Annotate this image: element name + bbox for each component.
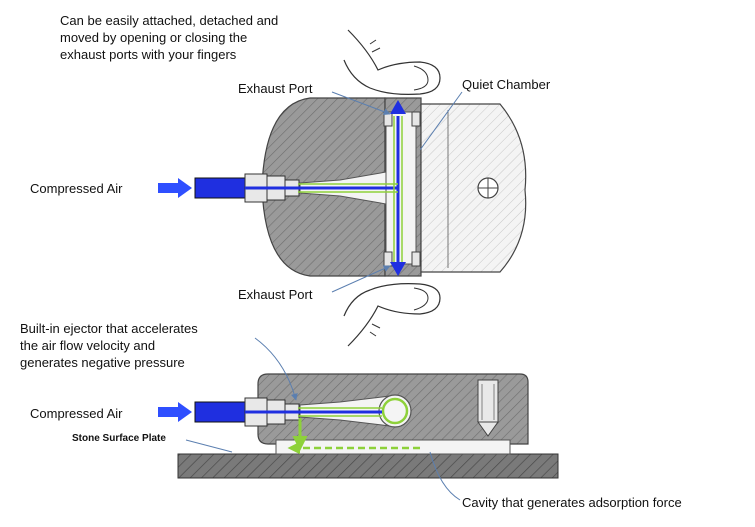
leader-cavity: [429, 451, 461, 501]
top-device: [158, 97, 527, 277]
bottom-inlet-tube: [194, 401, 246, 423]
cavity-note: Cavity that generates adsorption force: [462, 495, 682, 510]
compressed-air-bottom-arrow: [158, 402, 192, 422]
bottom-device: [158, 373, 559, 479]
attach-detach-note: Can be easily attached, detached and mov…: [60, 13, 279, 62]
quiet-chamber-body: [420, 103, 527, 273]
compressed-air-bottom-label: Compressed Air: [30, 406, 123, 421]
leader-exhaust-bottom: [331, 265, 391, 293]
leader-quiet-chamber: [419, 91, 463, 151]
leader-ejector: [254, 337, 298, 401]
ejector-note: Built-in ejector that accelerates the ai…: [20, 321, 198, 370]
top-inlet-tube: [194, 177, 246, 199]
exhaust-port-top-label: Exhaust Port: [238, 81, 313, 96]
leader-stone-plate: [185, 439, 233, 453]
finger-icon: [343, 283, 441, 347]
stone-surface-plate-label: Stone Surface Plate: [72, 433, 166, 444]
exhaust-up-arrow: [390, 100, 406, 114]
quiet-chamber-label: Quiet Chamber: [462, 77, 551, 92]
exhaust-down-arrow: [390, 262, 406, 276]
compressed-air-top-label: Compressed Air: [30, 181, 123, 196]
stone-surface-plate: [177, 453, 559, 479]
compressed-air-top-arrow: [158, 178, 192, 198]
exhaust-port-bottom-label: Exhaust Port: [238, 287, 313, 302]
leader-exhaust-top: [331, 91, 391, 116]
finger-icon: [343, 29, 441, 95]
